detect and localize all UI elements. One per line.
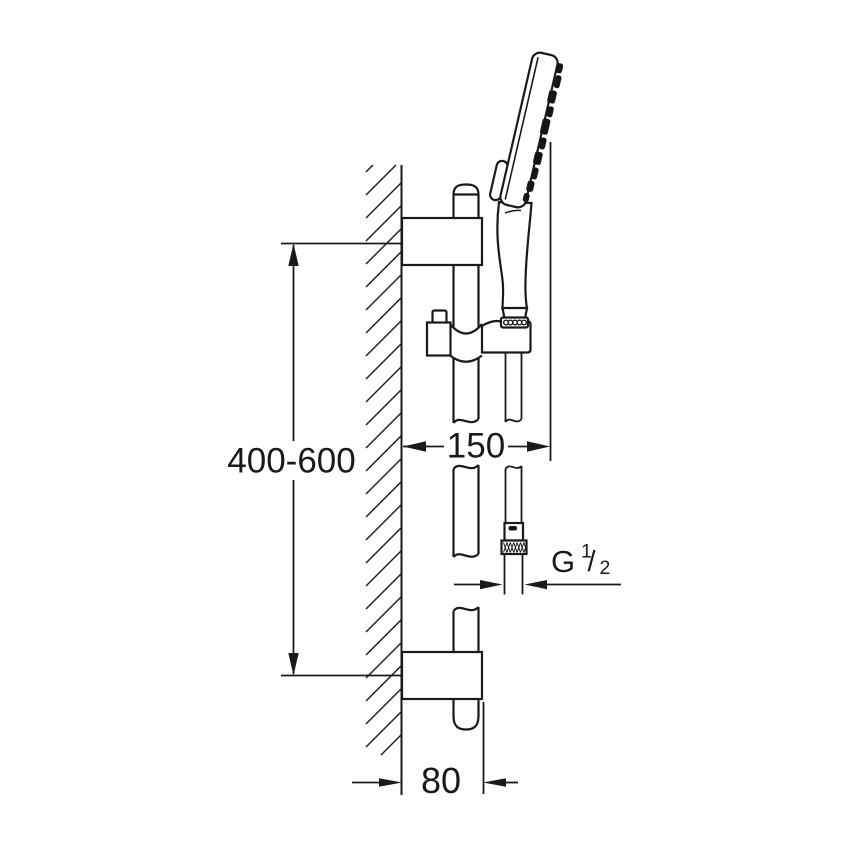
hatch-line [365,182,402,219]
knurl-line [523,542,528,553]
dimension-thread: G 1 / 2 [454,541,621,590]
shower-holder-slider [425,309,532,363]
slider-body-fill [450,324,482,362]
hatch-line [365,251,402,288]
rail-break-line [452,464,480,470]
slider-bottom-curve [449,354,483,363]
rail-break-line [452,553,480,558]
knurl-line [503,542,508,553]
hatch-line [365,320,402,357]
thread-label-g: G [551,544,575,579]
hatch-line [365,711,402,748]
rail-break-line [452,418,480,424]
hatch-line [365,366,402,403]
slider-top-curve [449,323,483,335]
knurl-pattern [503,542,528,553]
hatch-line [365,228,402,265]
dimension-label-wall-distance: 80 [421,760,461,801]
slider-left-block [425,321,452,357]
arrow-left [483,778,506,787]
hatch-line [365,688,402,725]
dimension-rail-height: 400-600 [227,242,401,677]
rail-top-cap [452,183,480,218]
top-wall-bracket [400,216,484,267]
hatch-line [365,435,402,472]
spray-nozzles [522,63,564,203]
hatch-line [365,343,402,380]
dimension-wall-distance: 80 [352,702,518,801]
hatch-line [365,619,402,656]
hatch-line [365,205,402,242]
hatch-line [365,665,402,702]
hatch-line [365,550,402,587]
hose-fitting-slot [508,526,517,531]
arrow-down [288,653,299,676]
rail-break-line [452,606,480,612]
knurl-line [520,542,525,553]
hatch-line [365,412,402,449]
hand-shower-handle [496,200,533,311]
bottom-wall-bracket [400,650,484,701]
hatch-line [365,389,402,426]
hand-shower-head [489,51,564,209]
handle-nut [499,316,530,329]
head-face-line [504,57,539,200]
handle-joint-line [504,209,522,214]
arrow-left [403,441,426,452]
thread-slash: / [588,546,597,578]
knurl-line [516,542,521,553]
arrow-up [288,243,299,266]
hose-break-line [504,465,523,470]
dimension-label-offset: 150 [447,427,505,466]
hatch-line [380,734,402,756]
thread-numerator: 1 [581,541,592,563]
wall-hatching [365,164,402,756]
shower-hose [500,326,528,595]
rail-bottom-cap [452,699,480,731]
knurl-line [506,542,511,553]
hatch-line [365,164,374,173]
arrow-right [480,580,503,590]
hose-break-line [504,418,523,423]
hatch-line [365,164,397,196]
hatch-line [365,573,402,610]
hatch-line [365,642,402,679]
handle-nut-dots [503,319,528,326]
hand-shower [489,51,564,329]
knurl-line [509,542,515,553]
knurl-line [513,542,518,553]
dimension-handshower-offset: 150 [403,427,550,466]
hatch-line [365,504,402,541]
hatch-line [365,527,402,564]
arrow-left [524,580,547,590]
dimension-label-rail-height: 400-600 [227,442,355,481]
hose-fitting [503,521,525,542]
thread-denominator: 2 [600,557,611,579]
hatch-line [365,481,402,518]
arrow-right [527,441,550,452]
hatch-line [365,274,402,311]
hatch-line [365,458,402,495]
hatch-line [365,596,402,633]
hatch-line [365,297,402,334]
arrow-right [379,778,402,787]
